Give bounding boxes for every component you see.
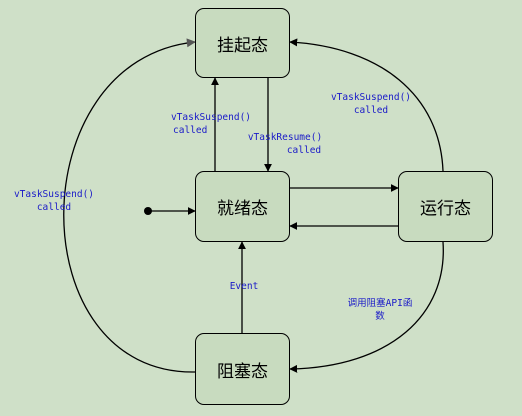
label-blocked-to-suspended: vTaskSuspend() called [13,189,95,213]
label-running-to-blocked: 调用阻塞API函 数 [347,298,413,322]
label-running-to-suspended: vTaskSuspend() called [330,92,412,116]
label-suspended-to-ready: vTaskResume() called [247,132,323,156]
state-suspended: 挂起态 [195,8,290,78]
state-ready: 就绪态 [195,171,290,242]
label-blocked-to-ready: Event [229,281,259,292]
state-blocked: 阻塞态 [195,333,290,405]
initial-state-dot [144,207,152,215]
state-running: 运行态 [398,171,493,242]
edge-blocked-to-suspended [63,38,196,373]
edge-running-to-suspended [289,38,444,172]
edge-running-to-blocked [289,241,444,373]
label-ready-to-suspended: vTaskSuspend() called [170,112,252,136]
